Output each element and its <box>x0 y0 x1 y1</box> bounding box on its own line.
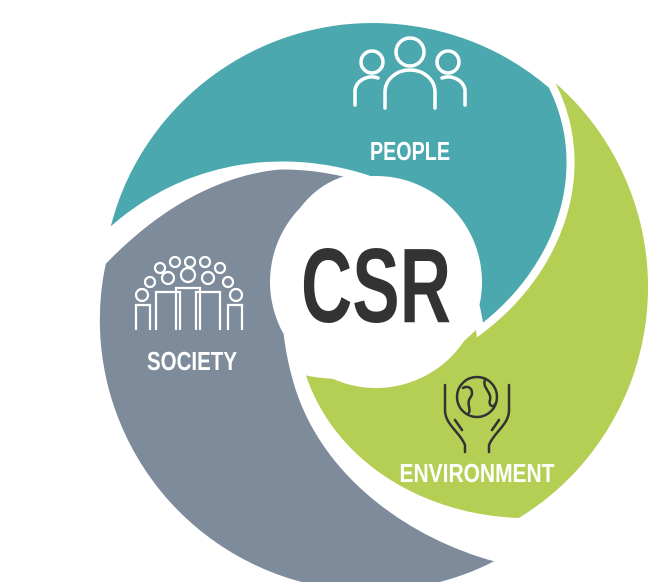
label-environment: ENVIRONMENT <box>400 458 555 488</box>
label-people: PEOPLE <box>370 136 450 166</box>
center-circle <box>270 176 482 388</box>
label-society: SOCIETY <box>147 346 237 376</box>
crowd-icon <box>134 255 244 330</box>
people-icon <box>353 36 467 110</box>
center-label: CSR <box>301 227 451 345</box>
globe-in-hands-icon <box>443 375 511 454</box>
